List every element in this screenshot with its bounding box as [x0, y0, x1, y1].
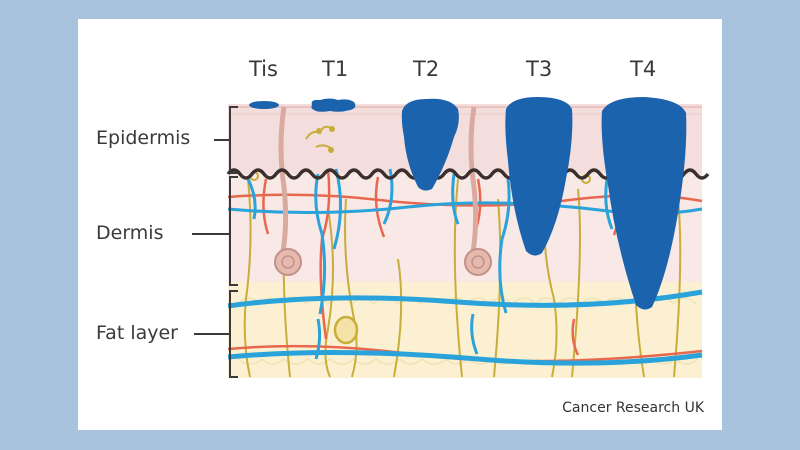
stage-label-t2: T2	[413, 57, 440, 81]
stage-label-t4: T4	[630, 57, 657, 81]
stage-label-t3: T3	[526, 57, 553, 81]
hair-follicles	[274, 106, 492, 276]
credit-text: Cancer Research UK	[562, 400, 704, 416]
skin-cross-section	[192, 97, 710, 378]
layer-label-dermis: Dermis	[96, 222, 164, 244]
tumour-tis	[249, 101, 279, 109]
stage-label-t1: T1	[322, 57, 349, 81]
stage-label-tis: Tis	[249, 57, 278, 81]
diagram-card: Tis T1 T2 T3 T4 Epidermis Dermis Fat lay…	[78, 19, 722, 430]
tumour-t1	[311, 98, 356, 112]
tumour-t3	[505, 97, 573, 256]
tumour-t2	[401, 98, 459, 191]
tumour-t4	[601, 97, 687, 310]
layer-label-fat: Fat layer	[96, 322, 178, 344]
layer-label-epidermis: Epidermis	[96, 127, 191, 149]
layer-brackets	[192, 106, 238, 378]
nerve-ending	[333, 315, 359, 345]
